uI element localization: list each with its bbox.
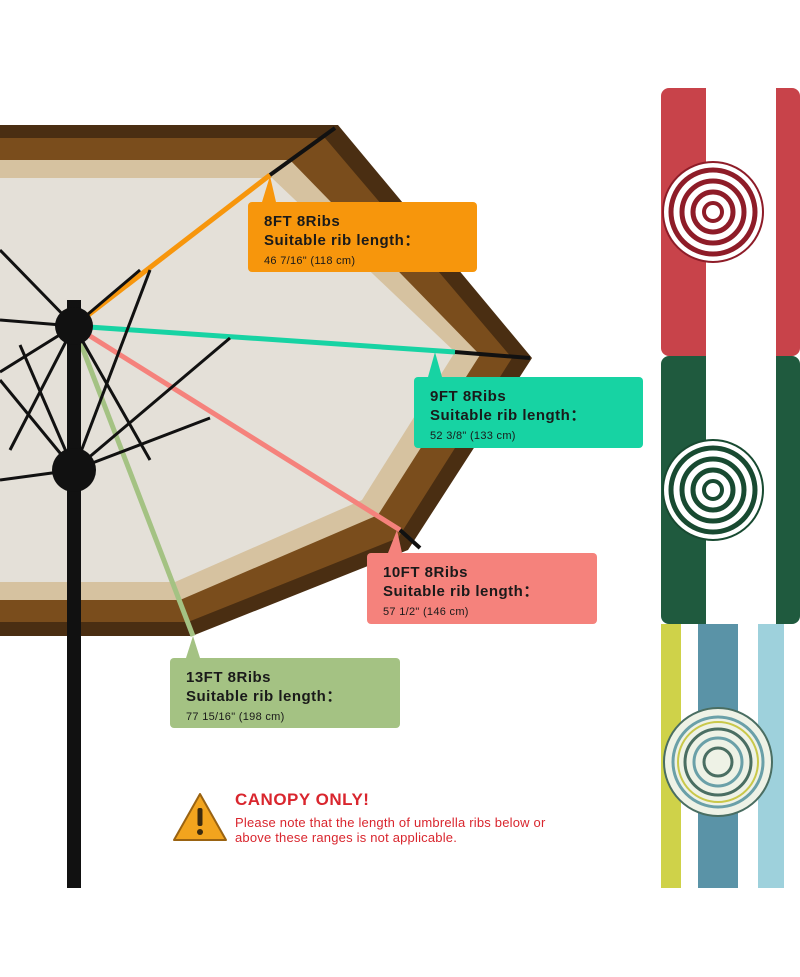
pointer-8ft — [262, 176, 276, 202]
rib-length-value: 57 1/2" (146 cm) — [383, 606, 469, 618]
rib-line-10ft — [72, 323, 402, 533]
pointer-10ft — [388, 530, 402, 553]
size-title: 8FT 8Ribs — [264, 213, 341, 230]
rib-length-label: Suitable rib length： — [186, 688, 342, 705]
swatch-green-white — [661, 356, 800, 624]
rib-length-label: Suitable rib length： — [383, 583, 539, 600]
pointer-9ft — [428, 352, 442, 377]
warning-text: Please note that the length of umbrella … — [235, 815, 546, 845]
rib-line-8ft — [72, 173, 272, 328]
rib-line-9ft — [73, 323, 456, 355]
top-hub — [55, 307, 93, 345]
size-label-8ft: 8FT 8Ribs Suitable rib length： 46 7/16" … — [248, 202, 477, 272]
size-label-10ft: 10FT 8Ribs Suitable rib length： 57 1/2" … — [367, 553, 597, 624]
rib-length-value: 77 15/16" (198 cm) — [186, 711, 285, 723]
pointer-13ft — [186, 636, 200, 658]
size-label-13ft: 13FT 8Ribs Suitable rib length： 77 15/16… — [170, 658, 400, 728]
rib-tips — [268, 126, 531, 550]
rib-length-label: Suitable rib length： — [264, 232, 420, 249]
rib-length-value: 46 7/16" (118 cm) — [264, 255, 356, 267]
size-title: 9FT 8Ribs — [430, 388, 507, 405]
canopy-only-warning: CANOPY ONLY! Please note that the length… — [172, 788, 572, 848]
swatch-blue-yellow — [661, 624, 800, 888]
warning-heading: CANOPY ONLY! — [235, 790, 370, 809]
lower-hub — [52, 448, 96, 492]
rib-line-13ft — [71, 325, 196, 637]
rib-length-value: 52 3/8" (133 cm) — [430, 430, 516, 442]
warning-triangle-icon — [173, 793, 227, 841]
size-label-9ft: 9FT 8Ribs Suitable rib length： 52 3/8" (… — [414, 377, 643, 448]
size-title: 10FT 8Ribs — [383, 564, 469, 581]
rib-length-label: Suitable rib length： — [430, 407, 586, 424]
swatch-red-white — [661, 88, 800, 356]
umbrella-pole — [67, 300, 81, 888]
canopy-center — [0, 178, 455, 582]
size-title: 13FT 8Ribs — [186, 669, 272, 686]
